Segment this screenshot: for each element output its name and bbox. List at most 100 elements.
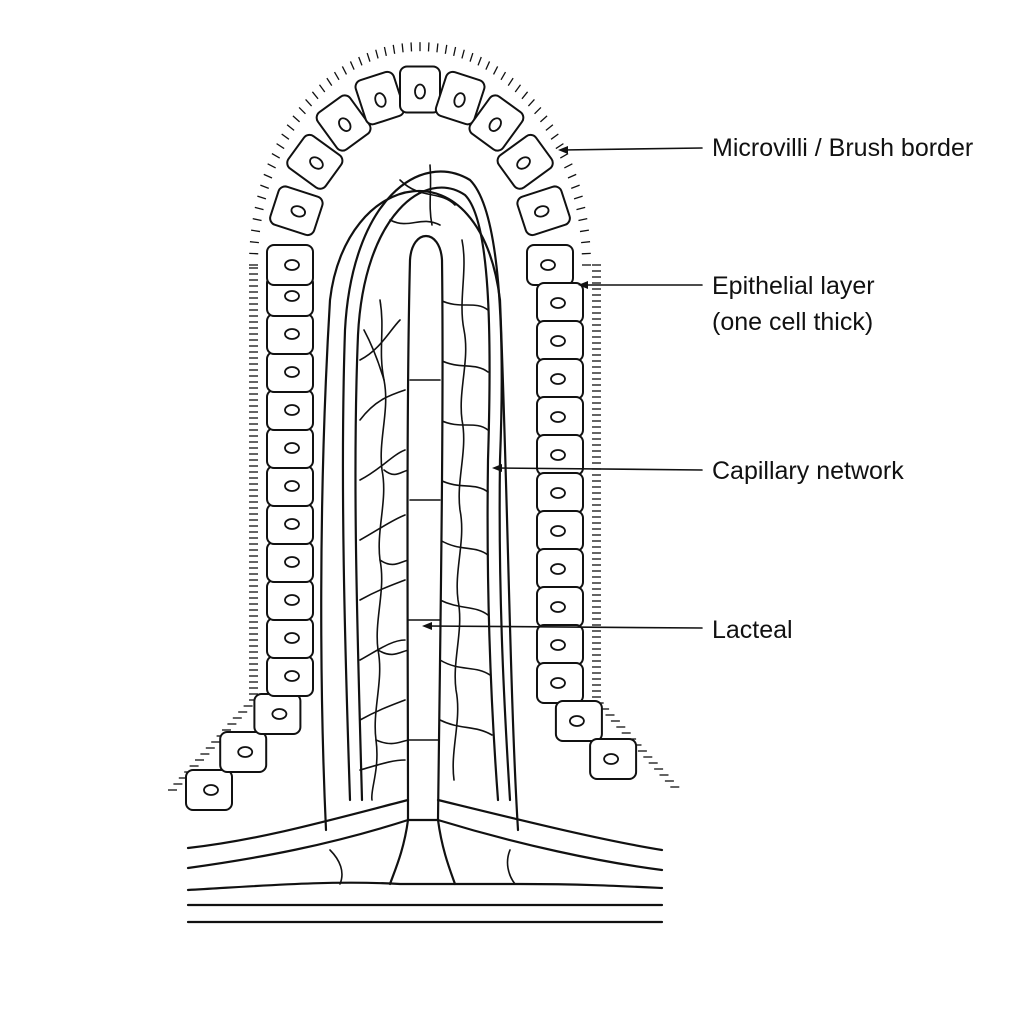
- epithelial-cell: [253, 693, 302, 735]
- microvillus: [257, 195, 267, 200]
- epithelial-cell: [185, 769, 233, 811]
- microvillus: [573, 195, 583, 200]
- microvillus: [249, 241, 259, 244]
- microvillus: [571, 184, 580, 189]
- core-outline: [320, 189, 520, 832]
- cell-nucleus: [550, 335, 566, 347]
- label-epithelial-line2: (one cell thick): [712, 308, 874, 336]
- microvillus: [349, 61, 355, 70]
- microvillus: [567, 173, 577, 179]
- microvillus: [251, 229, 261, 233]
- microvillus: [461, 49, 465, 59]
- cell-nucleus: [284, 480, 300, 492]
- cell-nucleus: [290, 205, 306, 218]
- microvillus: [559, 153, 569, 159]
- epithelial-cell: [536, 358, 584, 400]
- microvillus: [401, 43, 404, 53]
- microvillus: [326, 77, 333, 87]
- microvillus: [286, 124, 295, 131]
- epithelial-cell: [434, 70, 486, 126]
- epithelial-cell: [399, 65, 441, 114]
- epithelial-cell: [536, 586, 584, 628]
- epithelial-cell: [536, 548, 584, 590]
- epithelial-layer: [185, 65, 638, 811]
- microvillus: [358, 56, 363, 66]
- epithelial-cell: [266, 427, 314, 469]
- cell-nucleus: [284, 290, 300, 302]
- microvillus: [298, 106, 306, 115]
- cell-nucleus: [338, 117, 352, 132]
- leader-lines: [422, 146, 703, 630]
- epithelial-cell: [536, 396, 584, 438]
- microvillus: [534, 106, 542, 115]
- label-microvilli: Microvilli / Brush border: [712, 134, 974, 162]
- lacteal-vessel: [406, 234, 444, 822]
- epithelial-cell: [266, 541, 314, 583]
- microvillus: [521, 91, 529, 100]
- epithelial-cell: [286, 133, 344, 190]
- epithelial-cell: [354, 70, 406, 126]
- label-epithelial-line1: Epithelial layer: [712, 272, 875, 300]
- epithelial-cell: [219, 731, 268, 773]
- label-capillary-network: Capillary network: [712, 457, 904, 485]
- microvillus: [477, 56, 482, 66]
- cell-nucleus: [284, 366, 300, 378]
- epithelial-cell: [554, 700, 603, 742]
- cell-nucleus: [453, 92, 466, 108]
- microvillus: [539, 115, 548, 123]
- microvillus: [276, 143, 285, 150]
- cell-nucleus: [534, 205, 550, 218]
- microvillus: [469, 52, 474, 62]
- microvillus: [555, 143, 564, 150]
- cell-nucleus: [550, 297, 566, 309]
- microvillus: [564, 163, 573, 169]
- microvillus: [444, 44, 448, 54]
- epithelial-cell: [266, 244, 314, 286]
- cell-nucleus: [284, 259, 300, 271]
- microvillus: [281, 133, 290, 140]
- base-vessels: [186, 798, 664, 924]
- microvillus: [500, 71, 507, 81]
- epithelial-cell: [516, 185, 571, 237]
- cell-nucleus: [569, 715, 585, 727]
- cell-nucleus: [550, 677, 566, 689]
- cell-nucleus: [271, 708, 288, 720]
- cell-nucleus: [284, 632, 300, 644]
- epithelial-cell: [536, 662, 584, 704]
- cell-nucleus: [203, 784, 219, 796]
- epithelial-cell: [315, 94, 372, 152]
- microvillus: [392, 44, 396, 54]
- microvillus: [581, 241, 591, 244]
- epithelial-cell: [536, 472, 584, 514]
- cell-nucleus: [550, 487, 566, 499]
- cell-nucleus: [488, 117, 502, 132]
- cell-nucleus: [550, 411, 566, 423]
- epithelial-cell: [536, 282, 584, 324]
- microvillus: [514, 84, 522, 93]
- epithelial-cell: [536, 434, 584, 476]
- microvillus: [578, 218, 588, 222]
- cell-nucleus: [603, 753, 619, 765]
- label-epithelial-layer: Epithelial layer (one cell thick): [712, 268, 875, 340]
- epithelial-cell: [266, 503, 314, 545]
- cell-nucleus: [516, 156, 531, 170]
- cell-nucleus: [550, 601, 566, 613]
- microvillus: [550, 133, 559, 140]
- microvillus: [579, 229, 589, 233]
- epithelial-cell: [266, 655, 314, 697]
- microvillus: [507, 77, 514, 87]
- cell-nucleus: [414, 83, 426, 100]
- microvillus: [375, 49, 379, 59]
- capillary-network: [341, 164, 512, 802]
- microvillus: [341, 66, 348, 75]
- epithelial-cell: [269, 185, 324, 237]
- microvillus: [383, 46, 387, 56]
- microvillus: [492, 66, 499, 75]
- cell-nucleus: [284, 328, 300, 340]
- microvillus: [333, 71, 340, 81]
- microvillus: [254, 206, 264, 211]
- epithelial-cell: [536, 320, 584, 362]
- microvillus: [485, 61, 491, 70]
- cell-nucleus: [309, 156, 324, 170]
